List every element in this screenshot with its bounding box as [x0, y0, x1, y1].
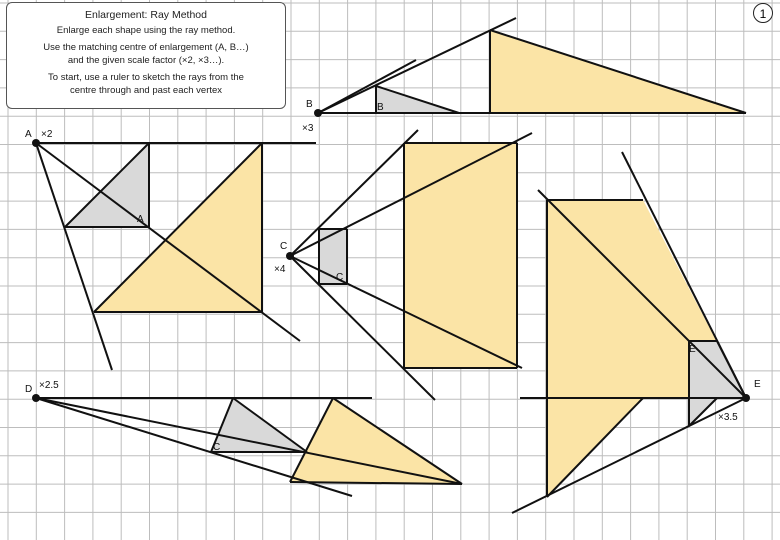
instruction-line-1: Enlarge each shape using the ray method. — [56, 25, 236, 36]
obj-edge-b-1 — [375, 85, 460, 114]
obj-edge-a-1 — [64, 142, 150, 228]
scale-label-d: ×2.5 — [39, 380, 59, 391]
centre-point-d — [32, 394, 40, 402]
centre-point-b — [314, 109, 322, 117]
instruction-line-5: centre through and past each vertex — [69, 85, 223, 96]
problem-b: B ×3 B — [302, 17, 747, 134]
object-shape-c — [319, 229, 347, 284]
obj-edge-d-2 — [210, 397, 234, 453]
shape-label-c: C — [336, 272, 343, 283]
problem-d: D ×2.5 C — [25, 380, 463, 497]
edge-d-1 — [332, 397, 463, 485]
ray-c-2 — [289, 132, 533, 257]
ray-a-1 — [35, 142, 113, 371]
instruction-line-2: Use the matching centre of enlargement (… — [43, 42, 249, 53]
centre-label-b: B — [306, 99, 313, 110]
ray-d-1 — [35, 397, 463, 485]
image-shape-e — [547, 200, 746, 497]
ray-a-2 — [35, 142, 301, 342]
problem-e: E ×3.5 E — [511, 151, 761, 514]
instructions-box: Enlargement: Ray Method Enlarge each sha… — [6, 2, 286, 109]
obj-edge-e-3 — [716, 340, 747, 399]
centre-label-a: A — [25, 129, 32, 140]
edge-d-3 — [289, 481, 463, 485]
obj-edge-d-1 — [232, 397, 308, 453]
image-shape-d — [290, 398, 462, 484]
ray-c-4 — [289, 255, 436, 401]
obj-edge-e-4 — [688, 397, 718, 427]
scale-label-c: ×4 — [274, 264, 286, 275]
centre-label-c: C — [280, 241, 287, 252]
shape-label-d: C — [213, 442, 220, 453]
centre-point-c — [286, 252, 294, 260]
centre-point-e — [742, 394, 750, 402]
ray-c-3 — [289, 255, 523, 369]
centre-label-d: D — [25, 384, 32, 395]
instruction-line-4: To start, use a ruler to sketch the rays… — [48, 72, 244, 83]
edge-e-3 — [546, 397, 644, 498]
shape-label-e: E — [689, 344, 696, 355]
centre-label-e: E — [754, 379, 761, 390]
edge-d-2 — [289, 397, 334, 483]
ray-b-1 — [317, 17, 517, 114]
image-shape-c — [404, 143, 517, 368]
page-number-badge: 1 — [753, 3, 773, 23]
problem-a: A ×2 A — [25, 129, 316, 371]
shape-label-a: A — [137, 214, 144, 225]
ray-e-1 — [537, 189, 747, 399]
ray-d-2 — [35, 397, 353, 497]
ray-c-1 — [289, 129, 419, 257]
edge-a-1 — [93, 142, 263, 313]
scale-label-b: ×3 — [302, 123, 314, 134]
problem-c: C ×4 C — [274, 129, 533, 401]
centre-point-a — [32, 139, 40, 147]
edge-b-2 — [489, 29, 747, 114]
ray-b-2 — [317, 59, 417, 114]
scale-label-e: ×3.5 — [718, 412, 738, 423]
object-shape-e — [689, 341, 746, 426]
instructions-title: Enlargement: Ray Method — [85, 9, 207, 21]
shape-label-b: B — [377, 102, 384, 113]
instruction-line-3: and the given scale factor (×2, ×3…). — [67, 55, 225, 66]
scale-label-a: ×2 — [41, 129, 53, 140]
